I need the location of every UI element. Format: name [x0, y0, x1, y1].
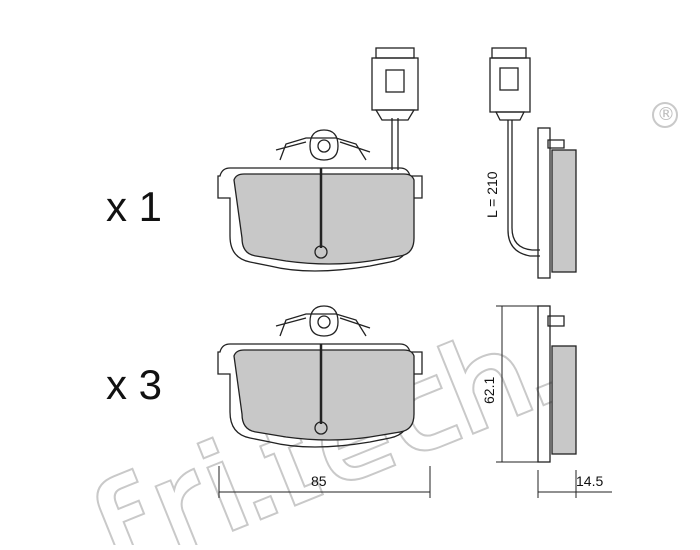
bottom-side-tab: [547, 315, 565, 327]
bottom-pad-side-view: [537, 305, 577, 463]
top-connector-head: [375, 47, 415, 59]
bottom-pad-friction: [233, 349, 415, 441]
registered-mark: ®: [657, 104, 675, 125]
bottom-side-friction: [551, 345, 577, 455]
top-side-connector-body: [489, 57, 531, 113]
watermark-letter-i: [196, 436, 250, 532]
top-side-backplate: [537, 127, 551, 279]
watermark-dot-1: [252, 494, 279, 521]
top-pad-front-view: [217, 47, 423, 272]
bottom-pad-backplate: [217, 343, 423, 448]
bottom-side-backplate: [537, 305, 551, 463]
bottom-quantity-label: x 3: [106, 361, 163, 408]
dimension-lines: [218, 305, 612, 498]
watermark-letter-f: [96, 467, 146, 550]
top-side-cable: [507, 120, 540, 257]
top-connector-latch: [385, 69, 405, 93]
bottom-pad-front-view: [217, 305, 423, 448]
top-side-connector-base: [494, 111, 526, 121]
top-side-connector-latch: [499, 67, 519, 91]
top-connector-body: [371, 57, 419, 111]
registered-mark-circle: [652, 102, 678, 128]
top-side-friction: [551, 149, 577, 273]
top-pad-backplate: [217, 167, 423, 272]
cable-length-label: L = 210: [484, 171, 500, 218]
width-dimension-label: 85: [311, 473, 327, 489]
top-pad-sensor-hole: [314, 245, 328, 259]
height-dimension-label: 62.1: [481, 376, 497, 404]
top-quantity-label: x 1: [106, 183, 163, 230]
top-pad-wire: [391, 118, 399, 170]
top-side-connector-head: [491, 47, 527, 59]
bottom-pad-clip: [275, 305, 371, 337]
watermark-letter-h: [436, 339, 534, 435]
top-side-tab: [547, 139, 565, 149]
top-pad-friction: [233, 173, 415, 265]
top-connector-base: [374, 109, 416, 121]
bottom-pad-hole: [314, 421, 328, 435]
bottom-pad-clip-hole: [317, 315, 331, 329]
top-pad-clip-hole: [317, 139, 331, 153]
watermark-letter-r: [154, 467, 202, 550]
top-pad-clip: [275, 129, 371, 161]
thickness-dimension-label: 14.5: [576, 473, 604, 489]
top-pad-side-view: [489, 47, 577, 279]
